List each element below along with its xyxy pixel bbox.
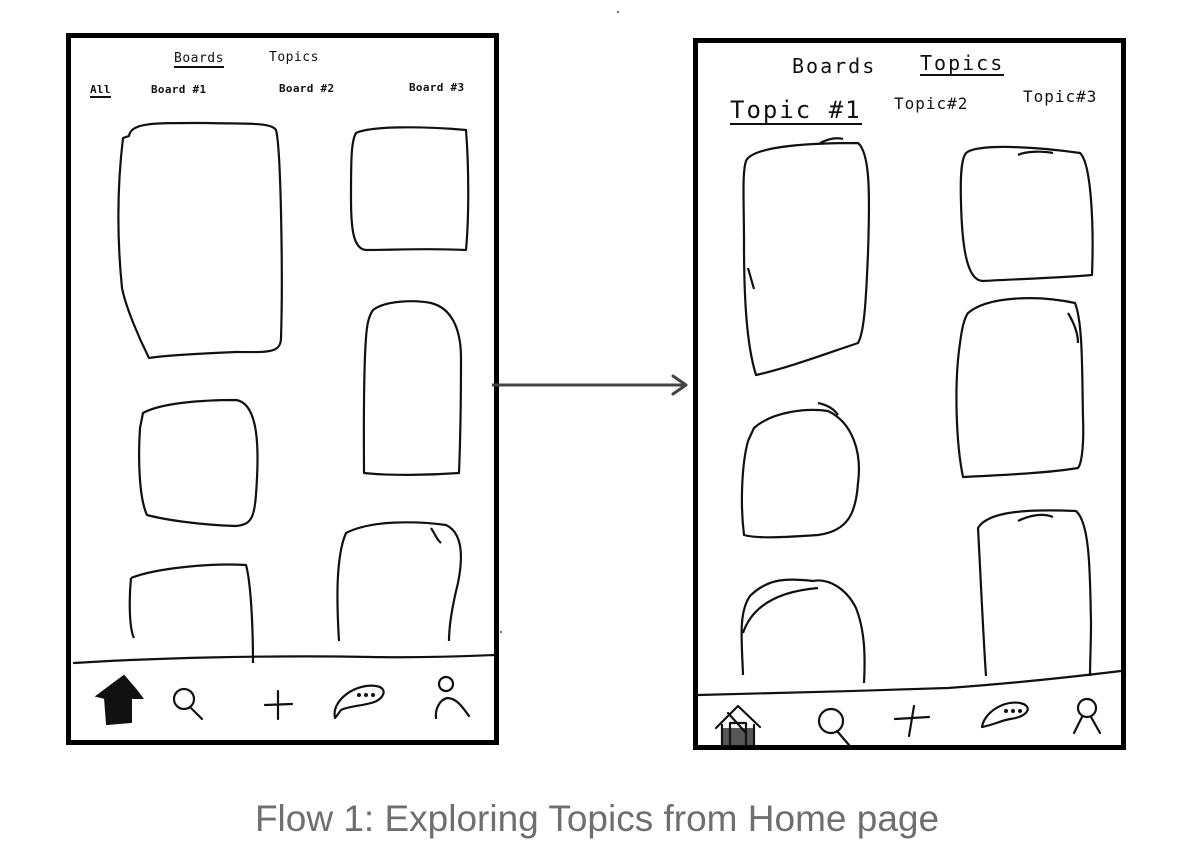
search-icon[interactable] <box>172 687 204 721</box>
pin-card[interactable] <box>349 126 470 252</box>
tab-boards[interactable]: Boards <box>174 51 224 68</box>
boards-sketch <box>72 121 496 726</box>
pin-card[interactable] <box>138 398 259 528</box>
pin-card <box>336 521 462 642</box>
tab-topics[interactable]: Topics <box>269 50 319 65</box>
messages-icon[interactable] <box>980 701 1029 729</box>
filter-board-2[interactable]: Board #2 <box>279 82 335 95</box>
filter-topic-1[interactable]: Topic #1 <box>730 96 862 125</box>
profile-icon[interactable] <box>434 675 471 720</box>
pin-card[interactable] <box>117 121 283 360</box>
filter-board-1[interactable]: Board #1 <box>151 83 207 96</box>
home-boards-screen: Boards Topics All Board #1 Board #2 Boar… <box>66 33 499 745</box>
messages-icon[interactable] <box>333 684 385 720</box>
nav-divider <box>696 669 1123 697</box>
pin-card <box>740 578 866 684</box>
tab-topics[interactable]: Topics <box>920 51 1005 76</box>
nav-divider <box>72 653 496 665</box>
topics-sketch <box>696 137 1123 747</box>
search-icon[interactable] <box>817 707 851 747</box>
pin-card[interactable] <box>976 509 1093 677</box>
pin-card[interactable] <box>959 145 1094 283</box>
pin-card[interactable] <box>742 137 871 377</box>
pin-card <box>128 563 255 664</box>
filter-topic-2[interactable]: Topic#2 <box>894 94 969 113</box>
pin-card[interactable] <box>362 300 463 476</box>
add-icon[interactable] <box>263 689 294 721</box>
home-icon[interactable] <box>714 704 762 747</box>
flow-caption: Flow 1: Exploring Topics from Home page <box>254 798 940 839</box>
add-icon[interactable] <box>893 704 931 738</box>
home-icon[interactable] <box>94 674 144 726</box>
filter-all[interactable]: All <box>90 83 111 98</box>
filter-topic-3[interactable]: Topic#3 <box>1023 87 1098 106</box>
pin-card[interactable] <box>955 297 1085 479</box>
topics-screen: Boards Topics Topic #1 Topic#2 Topic#3 <box>693 38 1126 750</box>
tab-boards[interactable]: Boards <box>792 54 877 78</box>
filter-board-3[interactable]: Board #3 <box>409 81 465 94</box>
profile-icon[interactable] <box>1072 697 1102 735</box>
pin-card[interactable] <box>740 401 860 539</box>
